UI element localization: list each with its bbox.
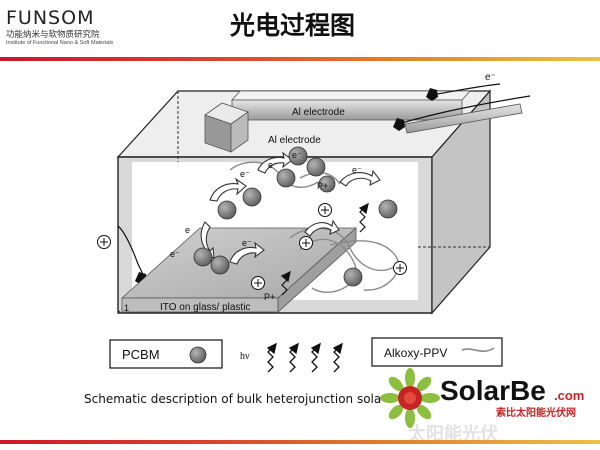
hole-marker [97,235,111,249]
pcbm-sphere-icon [189,346,207,364]
wire-right [397,95,531,125]
curved-arrow [229,241,265,265]
sunflower-icon [380,368,440,428]
pcbm-sphere [318,175,336,193]
watermark-brand-com: .com [554,388,584,403]
corner-number: 1 [124,303,129,313]
al-electrode-top-label: Al electrode [292,107,345,118]
logo-name-en: Institute of Functional Nano & Soft Mate… [6,40,114,46]
electron-label: e⁻ [170,249,180,259]
photon-arrows-inner [280,202,369,296]
electron-label-plain: e [185,225,190,235]
pcbm-sphere [306,157,326,177]
hole-markers [97,203,407,290]
legend-hv-label: hν [240,351,250,362]
ito-label: ITO on glass/ plastic [160,302,250,313]
photon-arrows-legend [266,342,343,373]
pcbm-sphere [276,168,296,188]
solarbe-watermark: SolarBe .com 索比太阳能光伏网 太阳能光伏 [380,368,584,445]
electron-label: e⁻ [240,169,250,179]
pcbm-sphere [343,267,363,287]
figure-caption: Schematic description of bulk heterojunc… [84,392,382,406]
hole-marker [393,261,407,275]
al-electrode-top: Al electrode [231,90,471,121]
header-divider [0,57,600,61]
hole-marker [299,236,313,250]
slide-title: 光电过程图 [230,11,356,40]
curved-arrow [200,221,215,259]
watermark-brand-cn: 索比太阳能光伏网 [496,406,576,419]
legend-ppv: Alkoxy-PPV [371,337,503,367]
pcbm-spheres [193,146,398,287]
logo-name: FUNSOM [6,7,95,29]
pcbm-sphere [242,187,262,207]
curved-arrow [257,151,293,174]
watermark-faded-text: 太阳能光伏 [408,423,498,445]
transport-arrows [200,151,381,265]
ppv-chain-icon [461,347,495,352]
footer-divider [0,440,600,444]
hole-label: P+ [264,292,275,302]
pcbm-sphere [210,255,230,275]
pcbm-sphere [193,247,213,267]
electron-label: e⁻ [292,150,302,160]
legend-pcbm-label: PCBM [122,347,160,362]
curved-arrow [209,177,247,202]
legend-ppv-label: Alkoxy-PPV [384,346,447,360]
hole-marker [318,203,332,217]
al-electrode-mid-label: Al electrode [268,135,321,146]
pcbm-sphere [378,199,398,219]
logo-name-cn: 功能纳米与软物质研究院 [6,30,100,40]
curved-arrow [339,169,381,187]
ppv-chain [329,240,399,291]
electron-label: e⁻ [242,238,252,248]
hole-label: P+ [317,181,328,191]
electron-label: e⁻ [268,160,278,170]
electron-label: e⁻ [352,165,362,175]
funsom-logo: FUNSOM 功能纳米与软物质研究院 Institute of Function… [6,8,113,47]
al-electrode-right-bar [404,103,523,134]
pcbm-sphere [288,146,308,166]
ito-layer: ITO on glass/ plastic 1 [120,227,358,313]
al-electrode-mid: Al electrode [204,102,321,153]
hole-marker [251,276,265,290]
ppv-chain [299,238,357,293]
pcbm-sphere [217,200,237,220]
charge-labels: e⁻ e⁻ e⁻ e⁻ e⁻ e⁻ e P+ P+ [170,150,362,302]
wire-top [431,83,501,96]
electron-label-outer: e⁻ [485,72,496,83]
contact-pentagon [393,118,405,131]
legend-pcbm: PCBM [109,339,223,369]
watermark-brand: SolarBe [440,375,546,406]
contact-pentagon [426,88,438,101]
curved-arrow [304,219,340,237]
